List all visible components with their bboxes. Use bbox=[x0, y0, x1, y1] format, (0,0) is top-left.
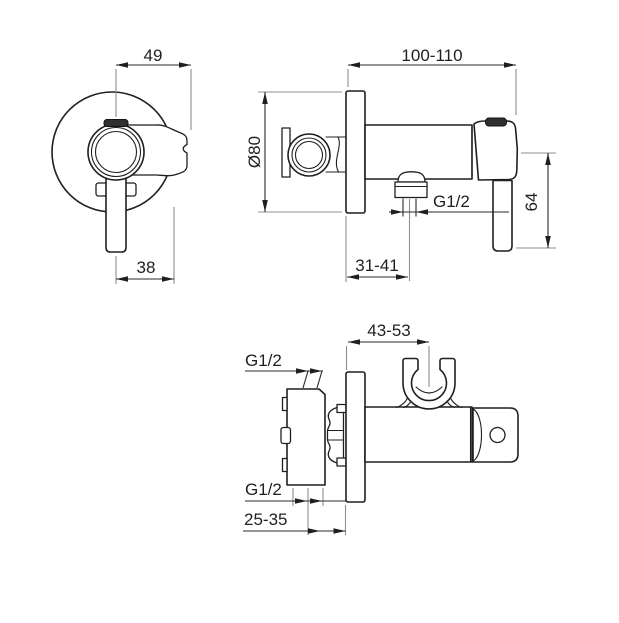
dim-label-g12-side: G1/2 bbox=[433, 192, 470, 211]
dim-inlet-thread: G1/2 bbox=[245, 351, 323, 389]
top-view: 43-53 G1/2 G1/2 25-35 bbox=[243, 321, 519, 535]
outlet-collar bbox=[394, 181, 428, 199]
dim-side-outlet-thread: G1/2 bbox=[389, 192, 509, 281]
escutcheon-side bbox=[345, 90, 366, 214]
dim-front-lever-offset: 38 bbox=[115, 207, 175, 284]
nut-flange-top bbox=[336, 403, 347, 414]
valve-body-side bbox=[364, 124, 473, 180]
cartridge-cap bbox=[485, 117, 507, 127]
dim-label-d80: Ø80 bbox=[245, 136, 264, 168]
lever-handle-side bbox=[492, 179, 513, 252]
lever-handle bbox=[105, 175, 127, 253]
body-tab-middle bbox=[280, 426, 292, 445]
dim-label-38: 38 bbox=[137, 258, 156, 277]
outlet-dome bbox=[397, 171, 426, 183]
dim-label-100-110: 100-110 bbox=[401, 46, 462, 65]
dim-label-43-53: 43-53 bbox=[367, 321, 410, 340]
dim-inlet-to-wall: 25-35 bbox=[243, 505, 347, 535]
front-view: 49 38 bbox=[51, 46, 192, 284]
mounting-nut bbox=[326, 406, 345, 464]
dim-escutcheon-diameter: Ø80 bbox=[245, 91, 342, 213]
dim-label-64: 64 bbox=[522, 193, 541, 212]
shower-holder-top bbox=[402, 357, 456, 410]
dim-side-depth: 100-110 bbox=[347, 46, 517, 115]
hub-index-marker bbox=[103, 119, 129, 127]
dim-outlet-thread: G1/2 bbox=[245, 480, 346, 535]
dim-label-31-41: 31-41 bbox=[355, 256, 398, 275]
concealed-body bbox=[286, 388, 326, 486]
dim-wall-to-outlet: 31-41 bbox=[345, 216, 408, 282]
valve-body-top bbox=[364, 406, 473, 463]
side-view: 100-110 Ø80 G1/2 64 bbox=[245, 46, 556, 282]
body-tab-top bbox=[281, 396, 288, 412]
union-nut bbox=[287, 133, 331, 177]
lever-hole bbox=[489, 426, 506, 444]
pipe-break-line bbox=[335, 136, 340, 173]
nut-flange-bottom bbox=[336, 457, 347, 467]
valve-head-side bbox=[473, 120, 519, 181]
cap-band bbox=[473, 408, 483, 462]
dim-label-g12-outlet: G1/2 bbox=[245, 480, 282, 499]
dim-handle-length: 64 bbox=[516, 152, 556, 249]
escutcheon-top bbox=[345, 371, 366, 503]
handle-hub bbox=[87, 123, 145, 181]
body-tab-bottom bbox=[281, 457, 288, 473]
dim-label-49: 49 bbox=[144, 46, 163, 65]
dim-holder-offset: 43-53 bbox=[345, 321, 430, 387]
dim-label-g12-inlet: G1/2 bbox=[245, 351, 282, 370]
dim-label-25-35: 25-35 bbox=[244, 510, 287, 529]
dim-front-width: 49 bbox=[115, 46, 192, 130]
